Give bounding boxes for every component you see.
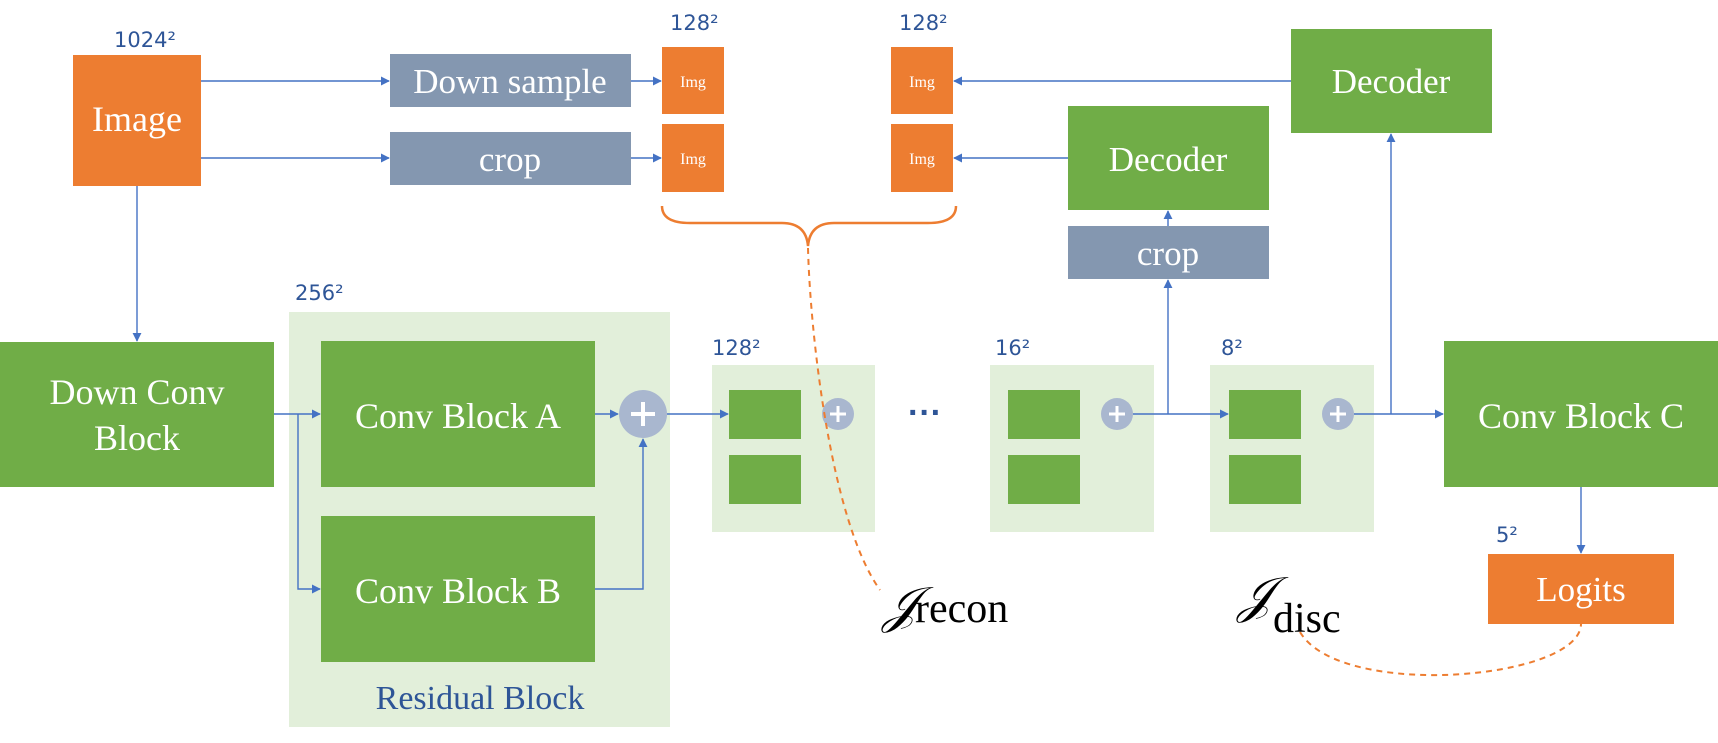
stage-16-block-top — [1008, 390, 1080, 439]
stage-16-block-bottom — [1008, 455, 1080, 504]
image-node: Image — [73, 55, 201, 186]
down-sample-node: Down sample — [390, 54, 631, 107]
connectors — [132, 76, 1586, 594]
logits-dim-label: 5² — [1496, 523, 1518, 547]
disc-dashed-link — [1299, 623, 1582, 677]
stage-128-block-top — [729, 390, 801, 439]
conv-block-b-node: Conv Block B — [321, 516, 595, 662]
decoder-mid-node: Decoder — [1068, 106, 1269, 210]
stage-128-add-icon — [822, 398, 854, 430]
image-dim-label: 1024² — [114, 28, 176, 52]
recon-loss-subscript: recon — [915, 586, 1008, 632]
conv-block-c-label: Conv Block C — [1478, 396, 1684, 436]
conv-block-a-label: Conv Block A — [355, 396, 561, 436]
down-conv-label-line1: Down Conv — [49, 372, 224, 412]
down-conv-block-node: Down Conv Block — [0, 342, 274, 487]
img-d-label: Img — [909, 151, 935, 168]
stage-8-dim-label: 8² — [1221, 336, 1243, 360]
arrow-conv-b-to-add — [595, 438, 648, 590]
residual-block-label: Residual Block — [376, 680, 585, 717]
stage-8-block-bottom — [1229, 455, 1301, 504]
img-c-node: Img — [891, 47, 953, 114]
crop-top-node: crop — [390, 132, 631, 185]
recon-dashed-link — [807, 247, 881, 591]
img-d-node: Img — [891, 124, 953, 192]
img-a-node: Img — [662, 47, 724, 114]
logits-node: Logits — [1488, 554, 1674, 624]
crop-mid-node: crop — [1068, 226, 1269, 279]
crop-mid-label: crop — [1137, 234, 1199, 273]
ellipsis: ··· — [908, 394, 942, 432]
recon-loss-label: 𝒥 recon — [881, 577, 1008, 633]
decoder-mid-label: Decoder — [1109, 140, 1228, 179]
conv-block-c-node: Conv Block C — [1444, 341, 1718, 487]
recon-brace — [660, 205, 958, 247]
residual-dim-label: 256² — [295, 281, 344, 305]
decoder-top-label: Decoder — [1332, 62, 1451, 101]
disc-loss-label: 𝒥 disc — [1236, 567, 1341, 642]
down-conv-label-line2: Block — [94, 418, 180, 458]
stage-16-add-icon — [1101, 398, 1133, 430]
img-right-dim-label: 128² — [899, 11, 948, 35]
stage-128-block-bottom — [729, 455, 801, 504]
disc-loss-subscript: disc — [1273, 596, 1341, 642]
residual-add-icon — [619, 390, 667, 438]
img-c-label: Img — [909, 74, 935, 91]
img-left-dim-label: 128² — [670, 11, 719, 35]
arrow-downconv-to-conv-b — [297, 414, 321, 594]
image-label: Image — [92, 99, 182, 139]
stage-128-dim-label: 128² — [712, 336, 761, 360]
stage-8-add-icon — [1322, 398, 1354, 430]
stage-8-block-top — [1229, 390, 1301, 439]
img-b-node: Img — [662, 124, 724, 192]
conv-block-b-label: Conv Block B — [355, 571, 561, 611]
crop-top-label: crop — [479, 140, 541, 179]
conv-block-a-node: Conv Block A — [321, 341, 595, 487]
logits-label: Logits — [1536, 570, 1625, 609]
decoder-top-node: Decoder — [1291, 29, 1492, 133]
img-b-label: Img — [680, 151, 706, 168]
down-sample-label: Down sample — [413, 62, 606, 101]
stage-16-dim-label: 16² — [995, 336, 1030, 360]
img-a-label: Img — [680, 74, 706, 91]
